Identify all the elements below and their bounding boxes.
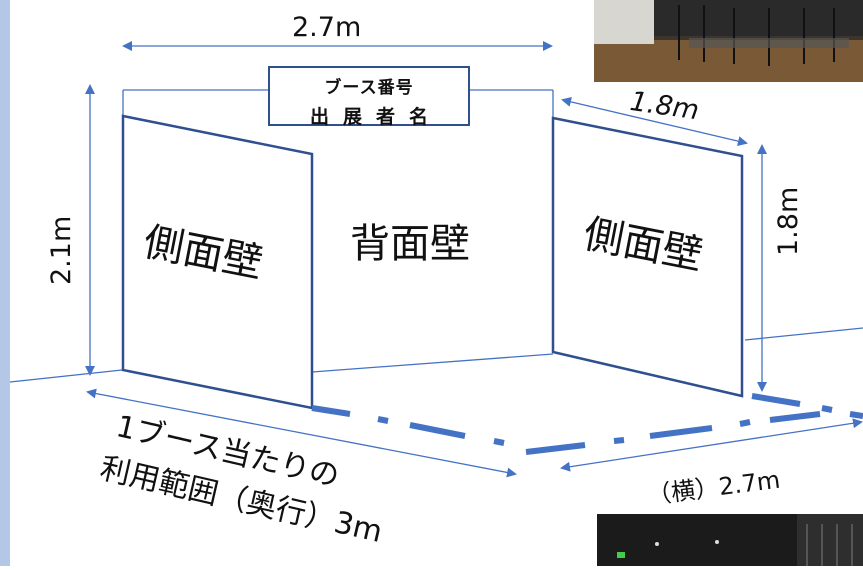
left-accent-bar <box>0 0 10 566</box>
top-width-label: 2.7m <box>292 12 362 43</box>
side-height-label: 1.8m <box>773 186 804 256</box>
usage-boundary <box>311 393 863 455</box>
back-wall-label: 背面壁 <box>350 221 470 267</box>
height-label: 2.1m <box>46 215 77 285</box>
venue-photo-bottom <box>597 514 863 566</box>
booth-sign: ブース番号 出展者名 <box>268 66 470 128</box>
exhibitor-name-label: 出展者名 <box>309 106 442 128</box>
depth-arrow <box>86 388 517 478</box>
bottom-width-arrow <box>560 418 863 472</box>
booth-number-label: ブース番号 <box>324 78 414 98</box>
venue-photo-top <box>594 0 863 82</box>
side-depth-arrow <box>561 96 748 147</box>
